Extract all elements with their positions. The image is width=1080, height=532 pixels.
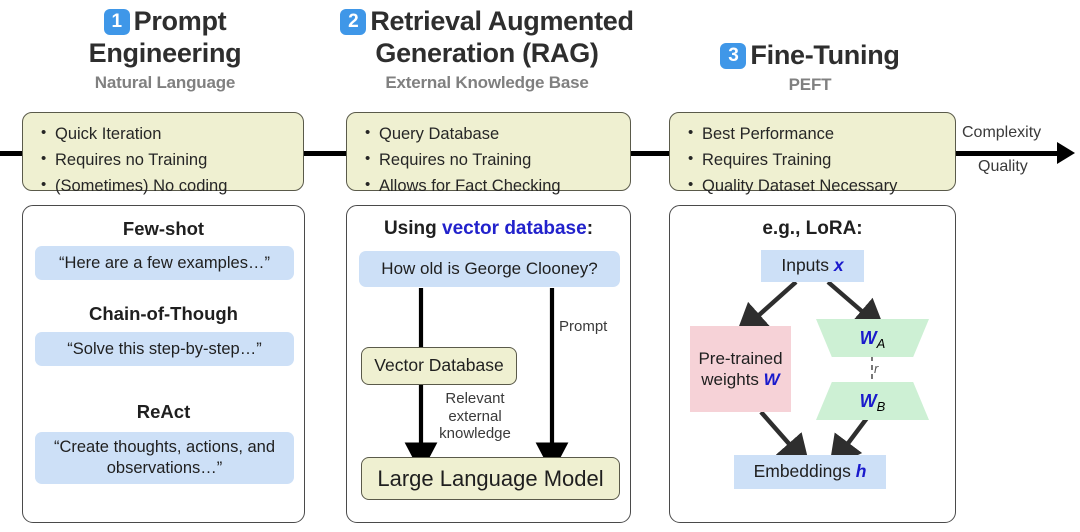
column-title-2-line2: Generation (RAG) xyxy=(375,37,599,68)
technique-bubble-few-shot: “Here are a few examples…” xyxy=(35,246,294,280)
bullet-item: Query Database xyxy=(365,121,620,147)
lora-pretrained-variable: W xyxy=(763,370,780,389)
bullet-item: Requires no Training xyxy=(365,147,620,173)
rag-query-bubble: How old is George Clooney? xyxy=(359,251,620,287)
progression-line-segment-1-2 xyxy=(303,151,347,156)
benefits-box-prompt-engineering: Quick Iteration Requires no Training (So… xyxy=(22,112,304,197)
technique-heading-chain-of-though: Chain-of-Though xyxy=(89,303,238,324)
technique-bubble-react: “Create thoughts, actions, and observati… xyxy=(35,432,294,484)
panel-title-rag-highlight: vector database xyxy=(442,218,587,239)
panel-rag-flow: Using vector database: How old is George… xyxy=(346,205,631,523)
technique-heading-react: ReAct xyxy=(136,401,191,422)
bullet-item: Quick Iteration xyxy=(41,121,293,147)
benefits-box-rag: Query Database Requires no Training Allo… xyxy=(346,112,631,197)
column-title-3-line1: Fine-Tuning xyxy=(750,40,900,70)
lora-pretrained-weights-node: Pre-trained weights W xyxy=(690,326,791,412)
column-title-1-line1: Prompt xyxy=(133,6,227,36)
step-badge-3: 3 xyxy=(720,43,747,69)
bullet-item: Best Performance xyxy=(688,121,945,147)
bullet-item: Requires Training xyxy=(688,147,945,173)
lora-wa-variable: W xyxy=(859,327,877,348)
lora-pretrained-line1: Pre-trained xyxy=(698,348,783,368)
axis-label-quality: Quality xyxy=(978,158,1028,175)
rag-label-prompt: Prompt xyxy=(559,318,608,335)
axis-label-complexity: Complexity xyxy=(962,124,1042,141)
column-subtitle-2: External Knowledge Base xyxy=(385,72,589,92)
step-badge-2: 2 xyxy=(340,9,367,35)
progression-line-segment-left xyxy=(0,151,24,156)
column-subtitle-1: Natural Language xyxy=(94,72,236,92)
bullet-item: (Sometimes) No coding xyxy=(41,173,293,199)
step-badge-1: 1 xyxy=(103,9,130,35)
technique-bubble-chain-of-though: “Solve this step-by-step…” xyxy=(35,332,294,366)
panel-prompt-techniques: Few-shot “Here are a few examples…” Chai… xyxy=(22,205,305,523)
panel-title-rag-suffix: : xyxy=(586,218,594,239)
lora-pretrained-line2: weights xyxy=(701,370,759,389)
benefits-box-fine-tuning: Best Performance Requires Training Quali… xyxy=(669,112,956,197)
bullet-item: Allows for Fact Checking xyxy=(365,173,620,199)
lora-wb-subscript: B xyxy=(876,399,886,414)
progression-line-segment-2-3 xyxy=(630,151,670,156)
lora-embeddings-variable: h xyxy=(855,461,867,482)
bullet-item: Quality Dataset Necessary xyxy=(688,173,945,199)
progression-arrowhead xyxy=(1057,142,1075,164)
panel-title-rag: Using vector database: xyxy=(347,218,630,240)
lora-embeddings-label: Embeddings xyxy=(753,461,851,482)
lora-pretrained-line2-wrap: weights W xyxy=(701,369,779,390)
column-title-2-line1: Retrieval Augmented xyxy=(370,6,634,36)
column-title-1-line2: Engineering xyxy=(88,37,242,68)
technique-heading-few-shot: Few-shot xyxy=(122,218,205,239)
lora-embeddings-node: Embeddings h xyxy=(734,455,886,489)
lora-inputs-node: Inputs x xyxy=(761,250,864,282)
rag-vector-database-node: Vector Database xyxy=(361,347,517,385)
lora-rank-label: r xyxy=(874,361,879,376)
rag-llm-node: Large Language Model xyxy=(361,457,620,500)
progression-line-segment-right xyxy=(955,151,1059,156)
lora-wb-variable: W xyxy=(859,390,877,411)
bullet-item: Requires no Training xyxy=(41,147,293,173)
panel-lora: e.g., LoRA: Inputs x Pre-trained xyxy=(669,205,956,523)
lora-wa-subscript: A xyxy=(876,336,886,351)
lora-inputs-variable: x xyxy=(833,255,844,276)
column-subtitle-3: PEFT xyxy=(788,74,832,94)
panel-title-lora: e.g., LoRA: xyxy=(762,218,863,239)
lora-inputs-label: Inputs xyxy=(781,255,830,276)
panel-title-rag-prefix: Using xyxy=(383,218,443,239)
rag-label-relevant-knowledge: Relevant external knowledge xyxy=(439,390,511,443)
